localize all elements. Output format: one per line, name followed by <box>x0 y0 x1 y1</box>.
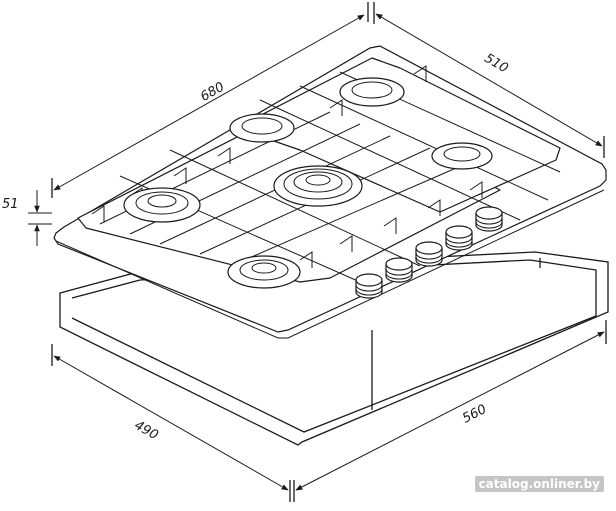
burner-back-right <box>339 77 405 107</box>
burner-left <box>123 187 201 223</box>
dimension-cutout-width: 560 <box>293 320 607 502</box>
burner-center-wok <box>273 165 363 207</box>
knob-2 <box>385 257 413 283</box>
knob-4 <box>445 225 473 251</box>
dim-width-label: 680 <box>198 80 227 105</box>
burner-back-left <box>229 113 295 143</box>
dim-depth-label: 510 <box>482 51 511 76</box>
dimension-height: 51 <box>2 190 52 246</box>
knob-5 <box>475 206 503 232</box>
knob-1 <box>355 273 383 299</box>
dim-cutout-width-label: 560 <box>460 402 489 427</box>
control-knobs <box>355 206 503 299</box>
burner-front <box>227 255 301 289</box>
knob-3 <box>415 241 443 267</box>
dim-cutout-depth-label: 490 <box>132 418 161 443</box>
burner-right <box>431 142 493 170</box>
watermark-logo: catalog.onliner.by <box>474 476 604 492</box>
dim-height-label: 51 <box>2 197 19 212</box>
